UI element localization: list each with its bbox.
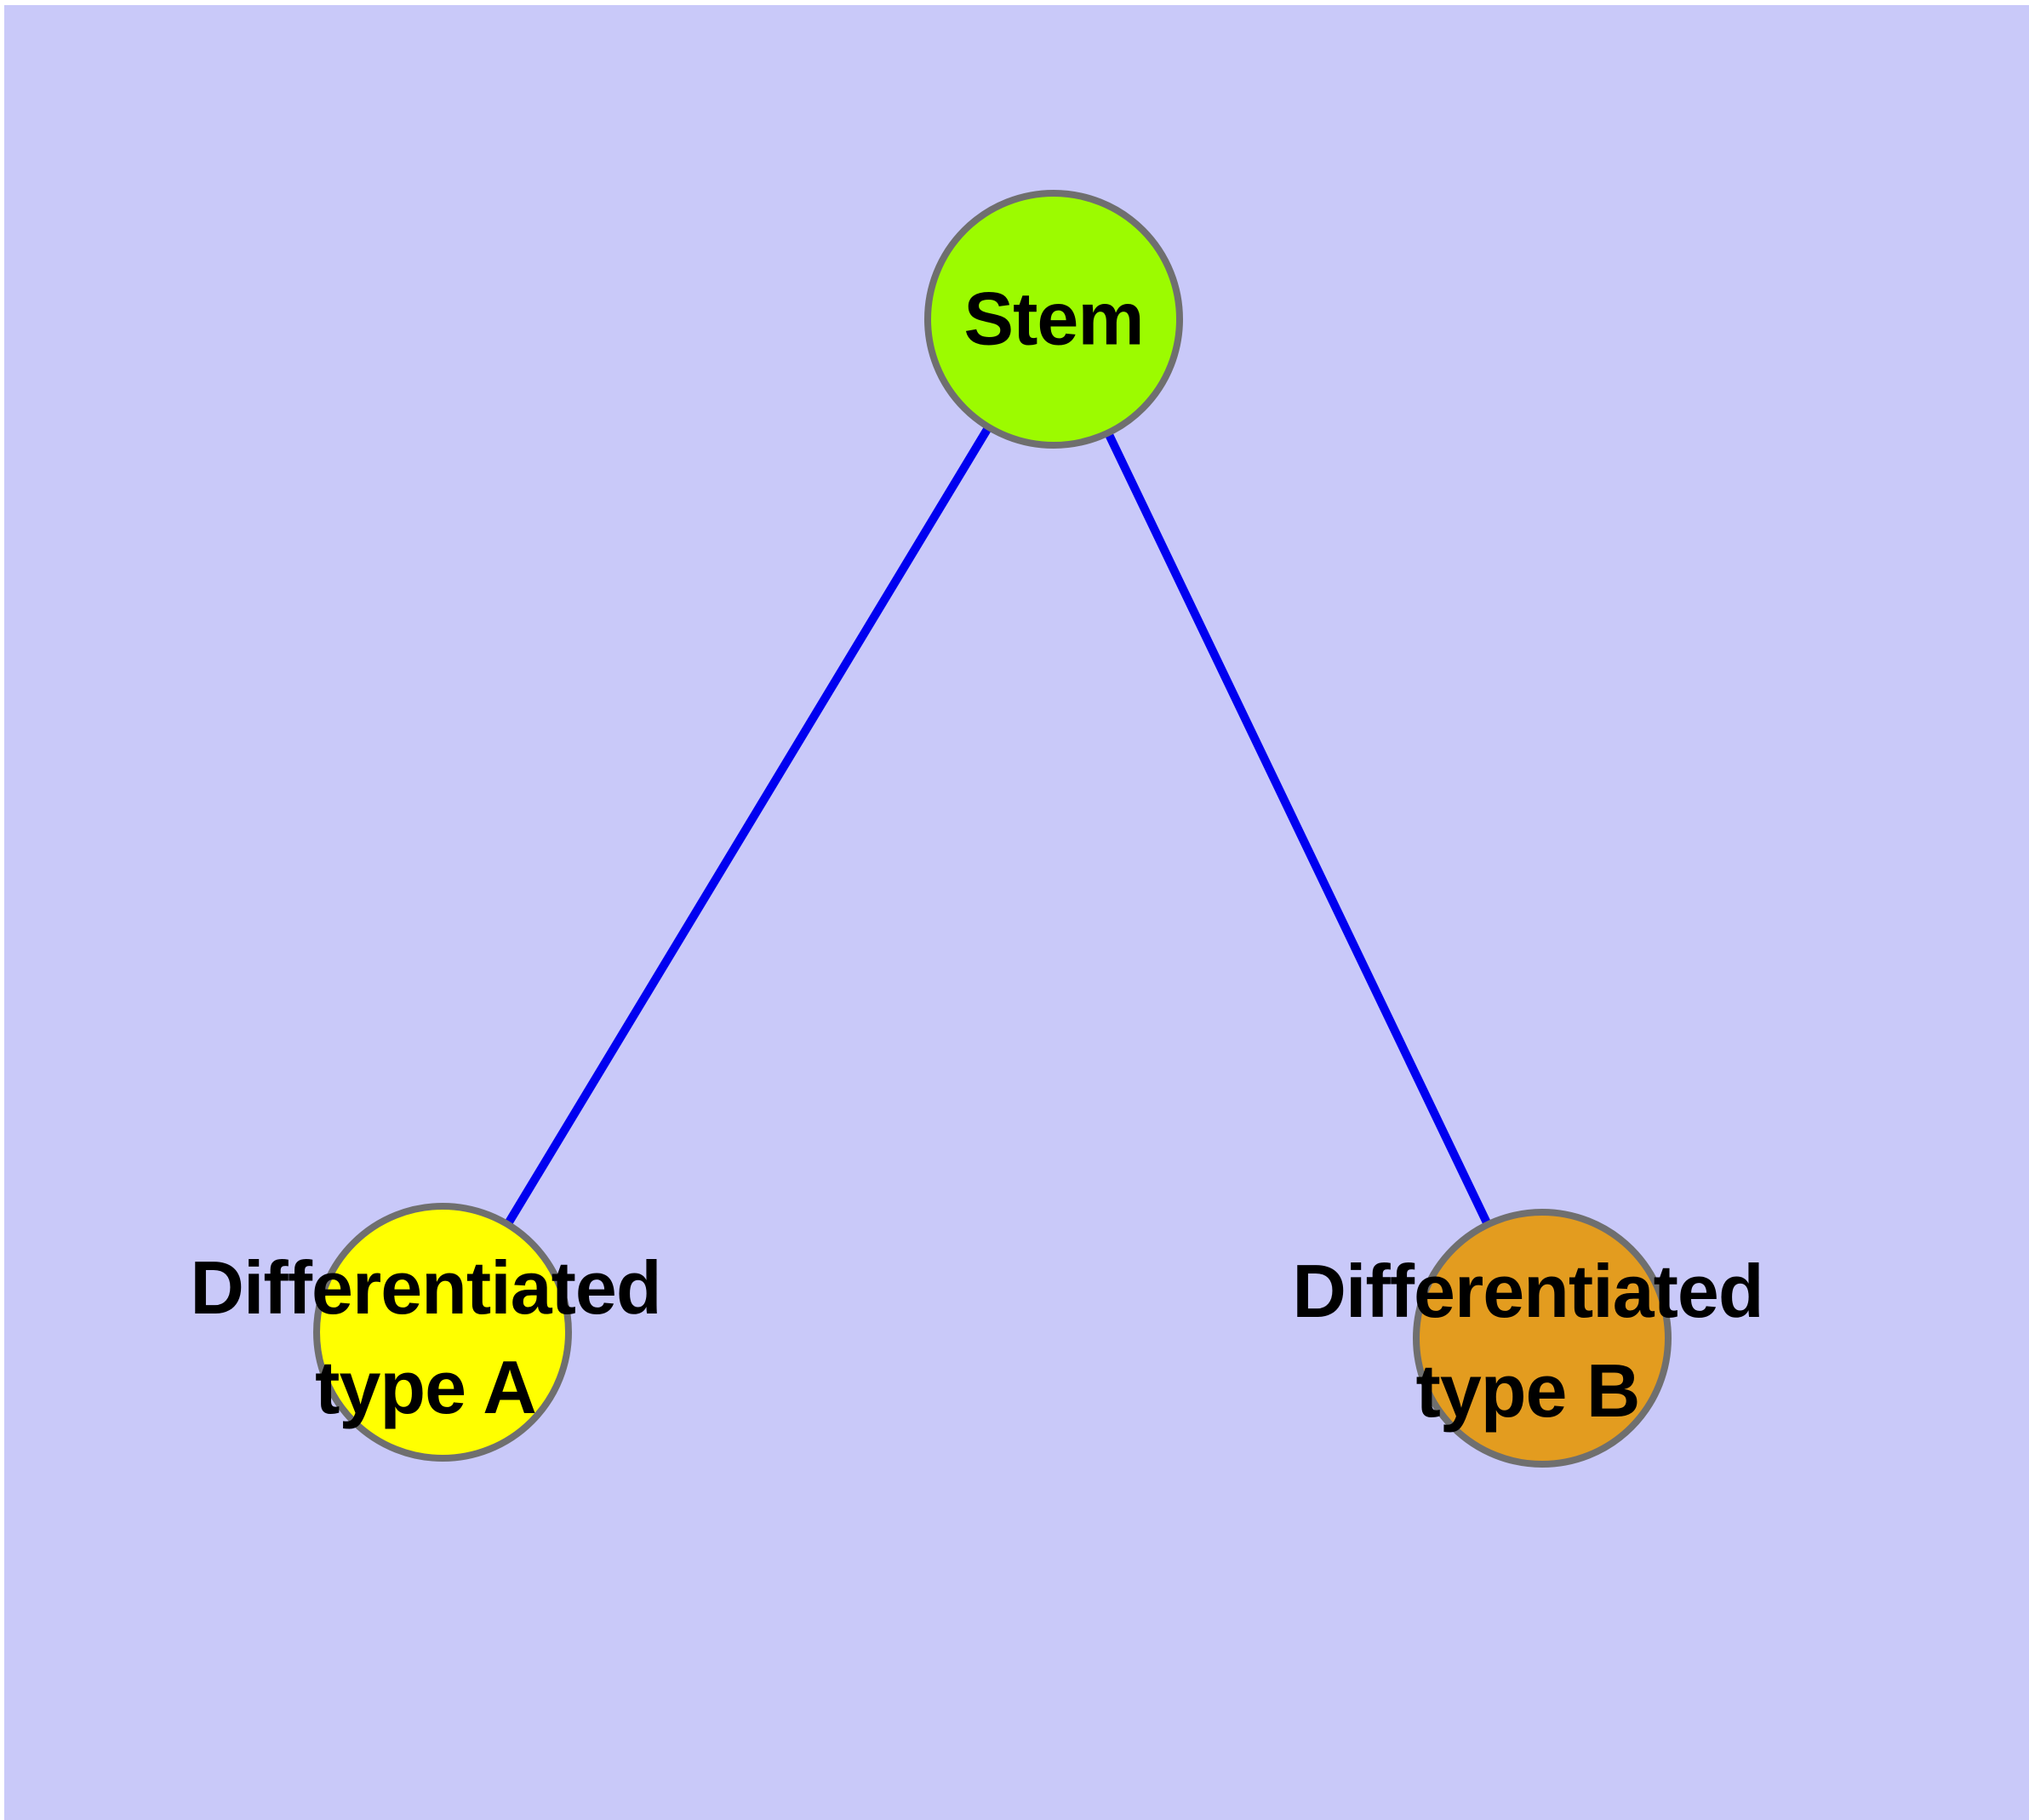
node-label-differentiated-type-a: Differentiated type A [190, 1245, 661, 1429]
white-margin-top [0, 0, 2029, 5]
edge-stem-to-type-b [1049, 317, 1546, 1341]
node-stem [924, 190, 1183, 449]
edge-stem-to-type-a [438, 317, 1058, 1335]
white-margin-left [0, 0, 4, 1820]
node-differentiated-type-a [313, 1203, 572, 1462]
node-label-stem: Stem [963, 276, 1144, 361]
node-differentiated-type-b [1413, 1209, 1672, 1468]
node-label-differentiated-type-b: Differentiated type B [1292, 1249, 1763, 1433]
